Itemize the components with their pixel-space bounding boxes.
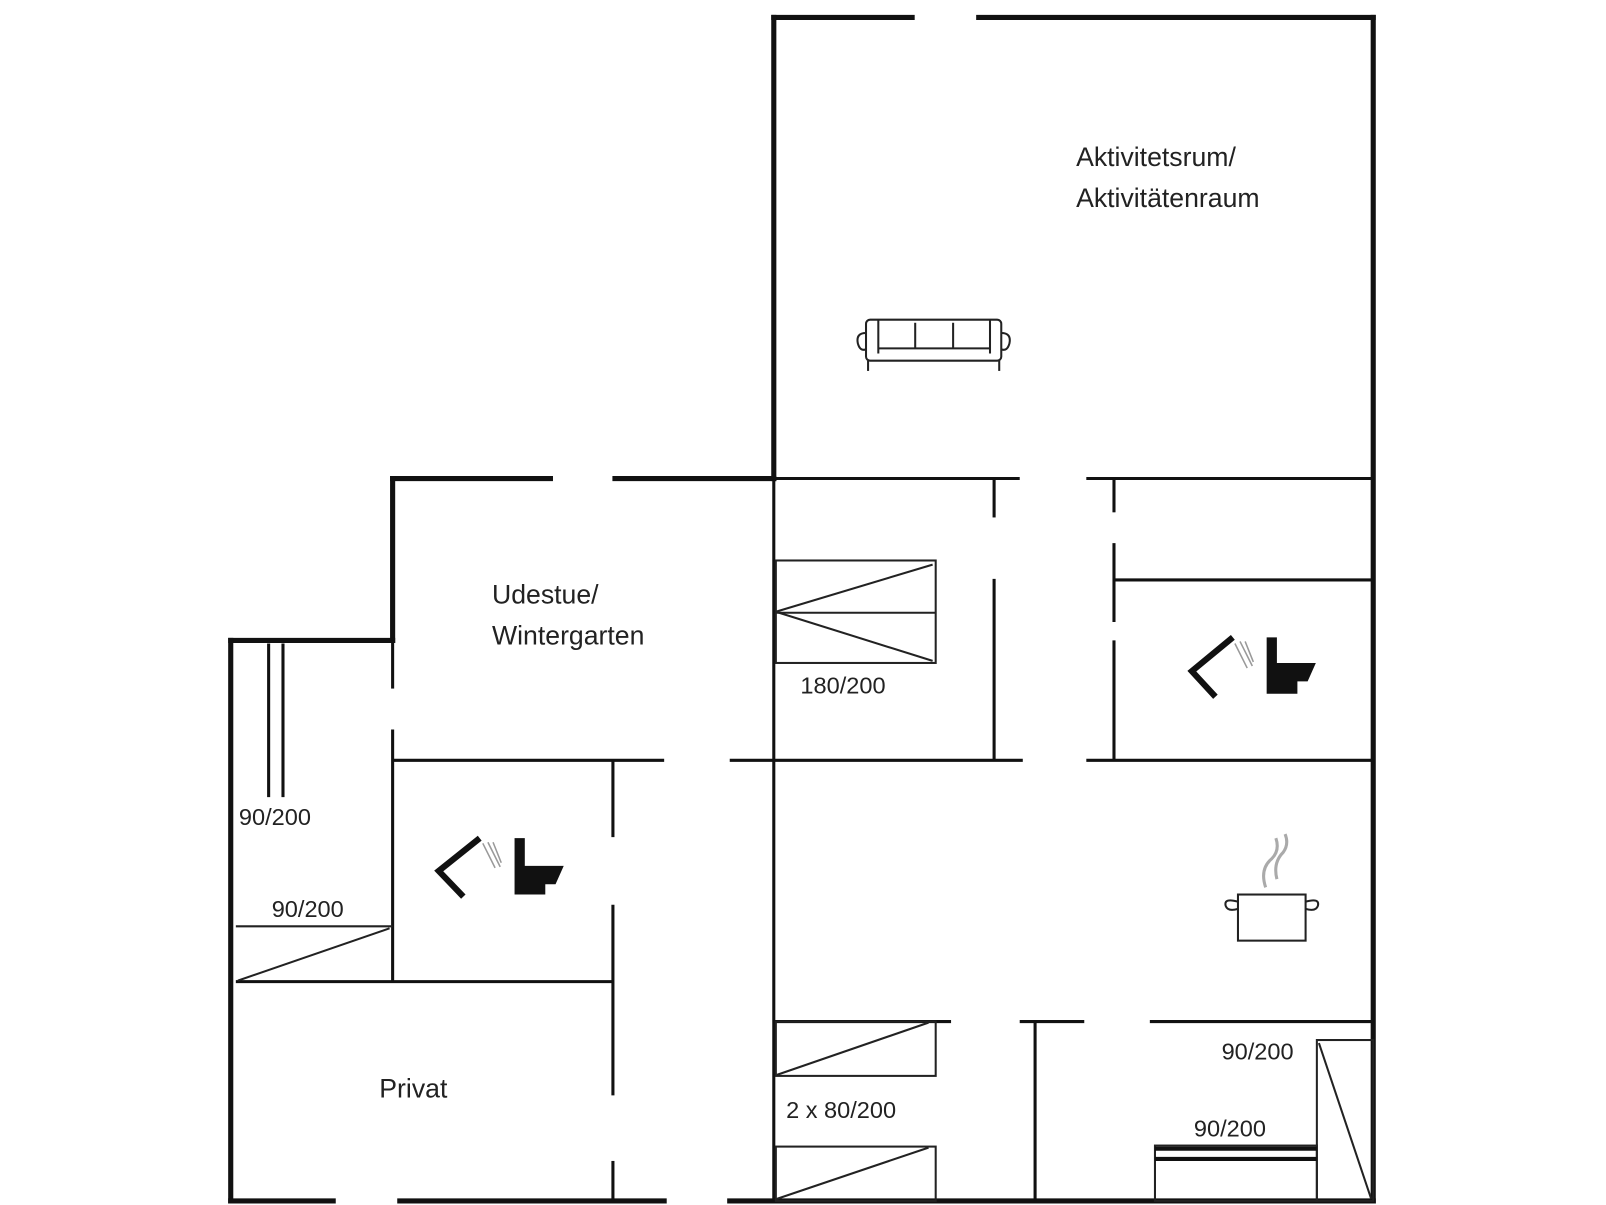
bed-right-lower: 90/200 bbox=[1153, 1115, 1318, 1202]
bed-size-label: 180/200 bbox=[800, 673, 885, 699]
bed-size-label: 90/200 bbox=[1194, 1115, 1266, 1141]
bathroom-upper-fixtures bbox=[1187, 634, 1316, 699]
shower-icon bbox=[1187, 634, 1255, 699]
bed-size-label: 90/200 bbox=[272, 896, 344, 922]
bed-double: 180/200 bbox=[774, 559, 937, 699]
room-label-wintergarden-line2: Wintergarten bbox=[492, 621, 644, 651]
bed-size-label: 90/200 bbox=[239, 804, 311, 830]
toilet-icon bbox=[514, 838, 564, 895]
room-label-wintergarden-line1: Udestue/ bbox=[492, 580, 599, 610]
bed-left-lower: 90/200 bbox=[235, 896, 393, 982]
room-label-activity-line2: Aktivitätenraum bbox=[1076, 183, 1260, 213]
sofa-icon bbox=[856, 318, 1011, 371]
bed-twin: 2 x 80/200 bbox=[774, 1020, 937, 1202]
bed-left-upper: 90/200 bbox=[239, 643, 311, 830]
room-label-activity-line1: Aktivitetsrum/ bbox=[1076, 142, 1236, 172]
bathroom-lower-fixtures bbox=[434, 835, 564, 899]
room-label-private: Privat bbox=[379, 1073, 448, 1103]
cooking-pot-icon bbox=[1224, 833, 1320, 942]
bed-right-upper: 90/200 bbox=[1222, 1038, 1375, 1202]
toilet-icon bbox=[1266, 637, 1316, 694]
shower-icon bbox=[434, 835, 502, 899]
bed-size-label: 2 x 80/200 bbox=[786, 1097, 896, 1123]
bed-size-label: 90/200 bbox=[1222, 1038, 1294, 1064]
